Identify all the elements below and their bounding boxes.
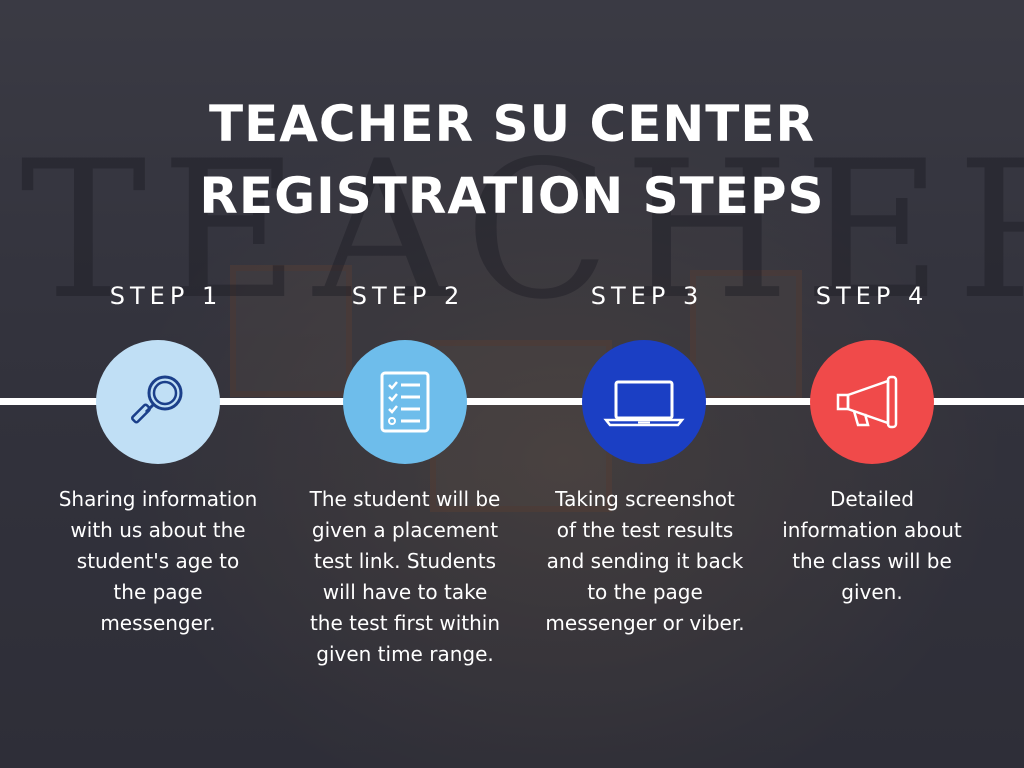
timeline-line <box>0 398 1024 405</box>
step-2-description: The student will be given a placement te… <box>309 487 501 666</box>
step-2-circle <box>343 340 467 464</box>
step-2-label: STEP 2 <box>351 282 465 310</box>
step-4-label: STEP 4 <box>815 282 929 310</box>
background-frame <box>230 265 352 397</box>
step-4-description: Detailed information about the class wil… <box>782 487 962 604</box>
background-wall-lettering: TEACHER SU <box>20 120 1024 341</box>
laptop-icon <box>603 380 685 427</box>
step-4-circle <box>810 340 934 464</box>
step-3-circle <box>582 340 706 464</box>
step-1-label: STEP 1 <box>109 282 223 310</box>
title-line: REGISTRATION STEPS <box>199 167 825 225</box>
step-1-description: Sharing information with us about the st… <box>58 487 258 635</box>
step-3-description: Taking screenshot of the test results an… <box>545 487 745 635</box>
magnifier-icon <box>131 375 183 424</box>
megaphone-icon <box>836 375 898 429</box>
step-3-label: STEP 3 <box>590 282 704 310</box>
title-line: TEACHER SU CENTER <box>208 95 816 153</box>
step-1-circle <box>96 340 220 464</box>
checklist-icon <box>380 371 430 433</box>
page-title: TEACHER SU CENTER REGISTRATION STEPS <box>0 88 1024 232</box>
